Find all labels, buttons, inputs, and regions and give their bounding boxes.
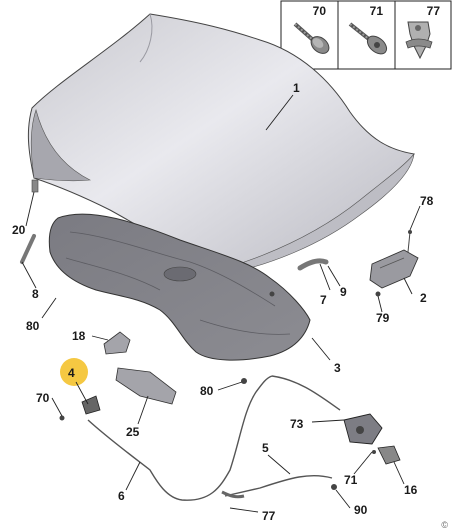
callout-70: 70 [36,391,50,405]
highlight-marker [60,358,88,386]
hood-insulation-lining [48,213,311,384]
callout-80-bottom: 80 [200,384,214,398]
lock-mounting-plate [115,367,177,405]
hood-lock [331,413,401,490]
support-bracket [103,331,131,355]
rubber-seal [297,258,329,271]
callout-16: 16 [404,483,418,497]
inset-label-70: 70 [313,4,327,18]
callout-73: 73 [290,417,304,431]
callout-8: 8 [32,287,39,301]
callout-3: 3 [334,361,341,375]
clip-icon [405,21,433,60]
callout-18: 18 [72,329,86,343]
fastener-inset: 70 71 77 [280,0,452,70]
callout-78: 78 [420,194,434,208]
hood-hinge-bracket [369,230,419,297]
bolt-icon [348,22,388,55]
callout-80-top: 80 [26,319,40,333]
leader-lines [21,94,421,513]
callout-4: 4 [68,366,75,380]
callout-6: 6 [118,489,125,503]
hood-panel [27,13,415,275]
secondary-cable [224,375,341,497]
callout-25: 25 [126,425,140,439]
callout-20: 20 [12,223,26,237]
callout-71: 71 [344,473,358,487]
inset-label-77: 77 [427,4,441,18]
callout-1: 1 [293,81,300,95]
seal-strip [20,179,39,264]
callout-79: 79 [376,311,390,325]
callout-2: 2 [420,291,427,305]
release-cable [87,375,273,501]
callout-7: 7 [320,293,327,307]
callout-9: 9 [340,285,347,299]
callout-5: 5 [262,441,269,455]
clip-80-lower [241,378,247,384]
copyright-mark: © [441,520,448,530]
release-handle [59,395,101,421]
callouts: 1 20 8 80 18 4 70 25 80 6 5 77 78 2 79 7… [12,81,434,523]
screw-icon [293,22,330,54]
inset-label-71: 71 [370,4,384,18]
callout-90: 90 [354,503,368,517]
callout-77-bottom: 77 [262,509,276,523]
